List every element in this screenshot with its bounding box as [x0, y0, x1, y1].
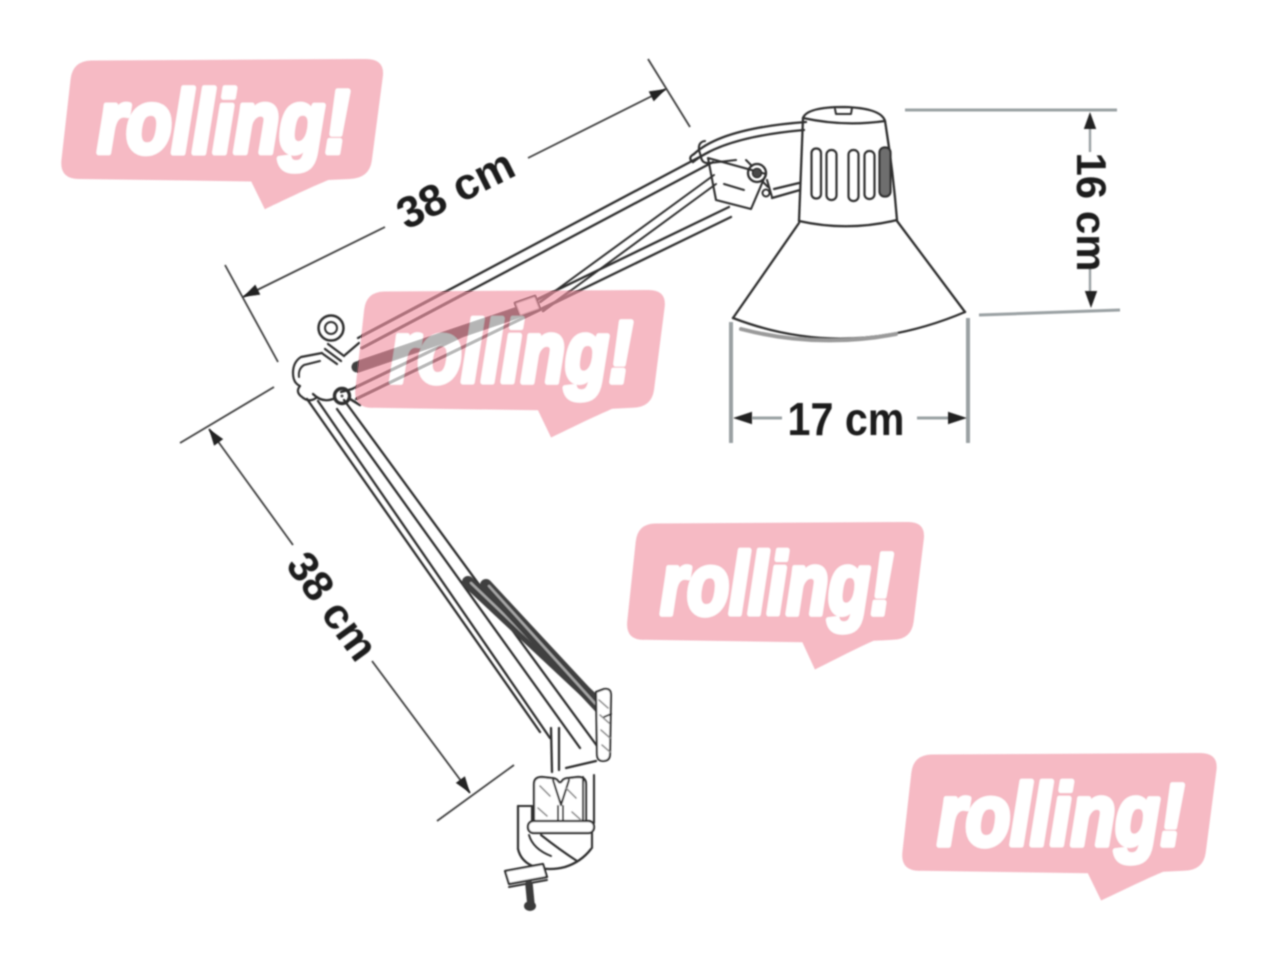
svg-text:17 cm: 17 cm: [788, 393, 905, 445]
svg-text:16 cm: 16 cm: [1068, 152, 1115, 271]
